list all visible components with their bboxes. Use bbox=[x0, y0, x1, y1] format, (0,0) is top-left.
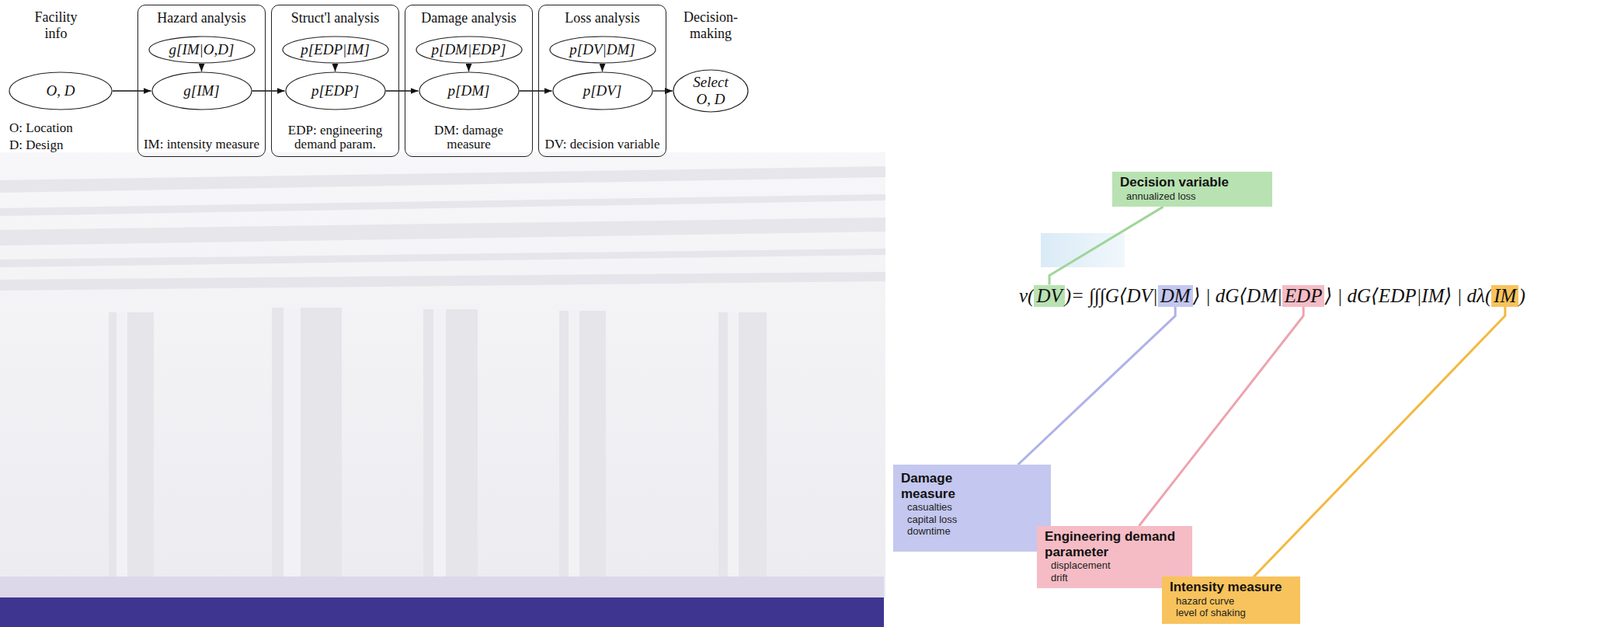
ellipse-shape bbox=[282, 36, 389, 63]
panel-note: DM: damage measure bbox=[410, 123, 528, 153]
lower-band bbox=[0, 576, 884, 598]
column-highlights bbox=[116, 307, 739, 577]
ellipse-text: p[DM|EDP] bbox=[431, 41, 507, 59]
leader-line bbox=[1253, 306, 1506, 578]
term-text: EDP bbox=[1284, 285, 1323, 307]
equation-part: )= ∫∫∫G⟨DV| bbox=[1064, 284, 1159, 307]
callout-item: displacement bbox=[1044, 559, 1185, 572]
analysis-panel: Struct'l analysisEDP: engineering demand… bbox=[271, 4, 400, 157]
flow-arrow bbox=[468, 63, 470, 72]
ellipse-shape bbox=[285, 72, 386, 110]
ellipse-text: p[DV] bbox=[583, 82, 623, 100]
term-text: DM bbox=[1160, 285, 1191, 307]
term-text: DV bbox=[1036, 285, 1062, 307]
callout-box: Decision variableannualized loss bbox=[1112, 171, 1273, 207]
ellipse-shape bbox=[549, 36, 656, 63]
callout-item: annualized loss bbox=[1120, 190, 1265, 203]
result-ellipse: p[DM] bbox=[418, 71, 520, 111]
ellipse-text: p[DM] bbox=[448, 82, 491, 100]
ellipse-shape bbox=[416, 36, 522, 63]
flow-arrow bbox=[252, 90, 286, 91]
photo-area bbox=[0, 152, 886, 598]
model-ellipse: p[DM|EDP] bbox=[415, 35, 523, 64]
ellipse-text: O, D bbox=[46, 82, 76, 100]
flow-arrow bbox=[112, 90, 152, 91]
flow-arrow bbox=[519, 90, 553, 91]
panel-note: IM: intensity measure bbox=[143, 137, 261, 153]
leader-line bbox=[1018, 306, 1176, 466]
flow-arrow bbox=[653, 90, 674, 91]
equation: ν(DV)= ∫∫∫G⟨DV|DM⟩ | dG⟨DM|EDP⟩ | dG⟨EDP… bbox=[1019, 284, 1526, 307]
equation-part: ⟩ | dG⟨DM| bbox=[1193, 284, 1283, 307]
input-ellipse: O, D bbox=[8, 71, 113, 111]
model-ellipse: p[EDP|IM] bbox=[281, 35, 390, 64]
ellipse-text: p[EDP|IM] bbox=[300, 41, 370, 59]
ellipse-text: g[IM|O,D] bbox=[169, 41, 235, 59]
panel-heading: Struct'l analysis bbox=[291, 10, 380, 28]
result-ellipse: g[IM] bbox=[151, 71, 253, 111]
equation-term: DV bbox=[1033, 285, 1065, 307]
ellipse-text: g[IM] bbox=[183, 82, 220, 100]
legend-note: D: Design bbox=[9, 137, 63, 154]
analysis-panel: Damage analysisDM: damage measure p[DM|ED… bbox=[404, 4, 533, 157]
panel-heading: Loss analysis bbox=[564, 10, 640, 28]
ellipse-shape bbox=[419, 72, 519, 110]
model-ellipse: p[DV|DM] bbox=[549, 35, 657, 64]
flow-arrow bbox=[601, 63, 603, 72]
callout-item: casualties bbox=[900, 500, 1044, 514]
column-heading: Facility info bbox=[24, 9, 87, 42]
callout-box: Intensity measurehazard curvelevel of sh… bbox=[1161, 576, 1301, 624]
callout-item: level of shaking bbox=[1169, 606, 1293, 620]
result-ellipse: p[DV] bbox=[552, 71, 654, 111]
callout-box: Damage measurecasualtiescapital lossdown… bbox=[893, 464, 1051, 552]
leader-line bbox=[1138, 306, 1304, 527]
term-text: IM bbox=[1493, 285, 1517, 307]
flow-arrow bbox=[334, 63, 336, 72]
column-heading: Decision-making bbox=[678, 9, 744, 42]
equation-part: ⟩ | dG⟨EDP|IM⟩ | dλ( bbox=[1324, 284, 1492, 307]
equation-term: EDP bbox=[1282, 285, 1326, 307]
equation-part: ) bbox=[1518, 285, 1525, 307]
ellipse-text: p[DV|DM] bbox=[569, 41, 635, 59]
ellipse-text: Select O, D bbox=[685, 73, 736, 108]
analysis-panel: Hazard analysisIM: intensity measure g[IM… bbox=[137, 4, 266, 157]
panel-note: DV: decision variable bbox=[544, 137, 661, 153]
ellipse-shape bbox=[553, 72, 653, 110]
leader-line bbox=[1049, 206, 1163, 285]
equation-part: ν( bbox=[1019, 285, 1034, 307]
ellipse-shape bbox=[149, 36, 255, 63]
callout-heading: Engineering demand parameter bbox=[1044, 528, 1185, 560]
ellipse-shape bbox=[9, 72, 112, 110]
panel-heading: Hazard analysis bbox=[156, 10, 246, 28]
decision-ellipse: Select O, D bbox=[672, 69, 749, 113]
deck-stripes bbox=[0, 166, 886, 291]
callout-heading: Damage measure bbox=[900, 470, 979, 501]
ellipse-shape bbox=[673, 69, 748, 112]
equation-term: IM bbox=[1491, 285, 1519, 307]
flow-arrow bbox=[201, 63, 202, 72]
callout-item: downtime bbox=[900, 525, 1044, 538]
callout-item: hazard curve bbox=[1169, 594, 1293, 608]
ellipse-shape bbox=[152, 72, 252, 110]
legend-note: O: Location bbox=[9, 120, 74, 136]
model-ellipse: g[IM|O,D] bbox=[148, 35, 256, 64]
callout-heading: Decision variable bbox=[1120, 174, 1265, 191]
flow-arrow bbox=[386, 90, 419, 91]
ellipse-text: p[EDP] bbox=[311, 82, 359, 100]
equation-term: DM bbox=[1158, 285, 1194, 307]
callout-item: capital loss bbox=[900, 513, 1044, 526]
bottom-bar bbox=[0, 597, 884, 627]
callout-heading: Intensity measure bbox=[1169, 579, 1293, 595]
panel-note: EDP: engineering demand param. bbox=[277, 123, 394, 153]
result-ellipse: p[EDP] bbox=[285, 71, 387, 111]
bridge-columns bbox=[108, 307, 767, 577]
analysis-panel: Loss analysisDV: decision variable p[DV|D… bbox=[538, 4, 667, 157]
panel-heading: Damage analysis bbox=[420, 10, 516, 28]
